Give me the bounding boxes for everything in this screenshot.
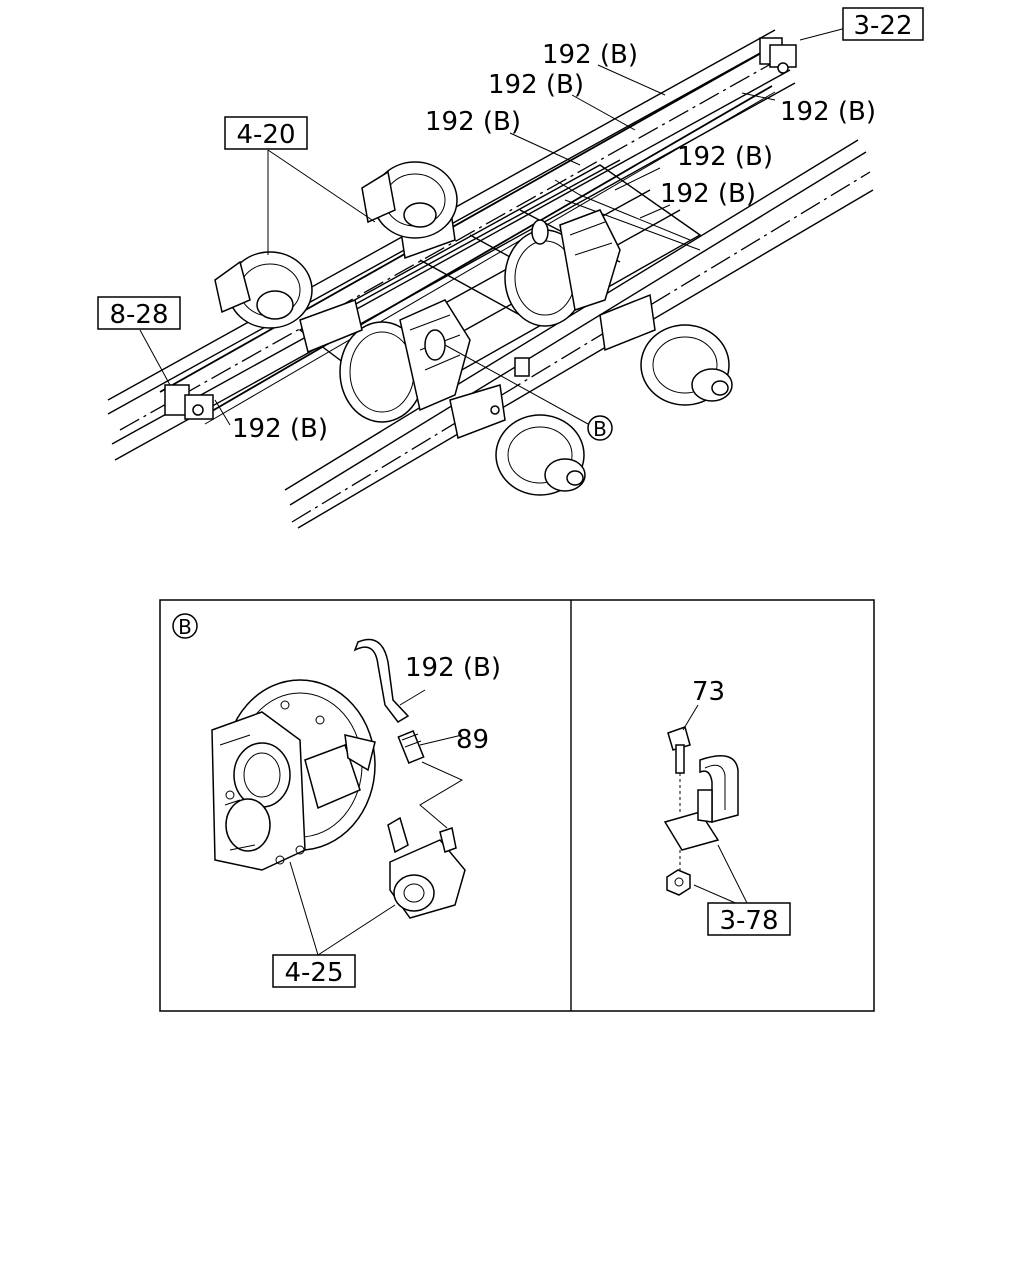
callout-192b: 192 (B) [425, 107, 521, 137]
svg-text:B: B [178, 615, 192, 639]
ref-box-3-22[interactable]: 3-22 [842, 7, 924, 41]
ref-box-3-78[interactable]: 3-78 [707, 902, 791, 936]
ref-box-8-28[interactable]: 8-28 [97, 296, 181, 330]
hub-front-left-inner [361, 161, 458, 239]
callout-192b: 192 (B) [677, 142, 773, 172]
detail-b-panel: B [172, 613, 501, 988]
ref-label-4-25: 4-25 [284, 958, 343, 988]
ref-box-4-25[interactable]: 4-25 [272, 954, 356, 988]
valve-bracket-left [164, 384, 214, 420]
ref-label-3-78: 3-78 [719, 906, 778, 936]
ref-label-8-28: 8-28 [109, 300, 168, 330]
detail-b-marker: B [172, 613, 198, 639]
mounting-bracket [663, 755, 739, 851]
callout-192b: 192 (B) [780, 97, 876, 127]
nut [666, 850, 691, 896]
valve-bracket-right [759, 37, 797, 74]
detail-marker-b[interactable]: B [587, 415, 613, 441]
connector-center [490, 357, 530, 415]
svg-text:B: B [593, 417, 607, 441]
ref-box-4-20[interactable]: 4-20 [224, 116, 308, 150]
bolt-73 [667, 726, 691, 815]
differential-carrier [211, 679, 376, 871]
hub-rear-right-outer [640, 324, 733, 406]
callout-192b: 192 (B) [488, 70, 584, 100]
hub-front-left [214, 251, 313, 329]
callout-192b: 192 (B) [542, 40, 638, 70]
ref-label-3-22: 3-22 [853, 11, 912, 41]
actuator-unit [387, 816, 466, 919]
label-73: 73 [692, 677, 725, 707]
callout-192b: 192 (B) [232, 414, 328, 444]
label-192b: 192 (B) [405, 653, 501, 683]
hose-192b [353, 638, 410, 723]
connector-89 [397, 730, 425, 764]
chassis-assembly-illustration [107, 26, 874, 529]
label-89: 89 [456, 725, 489, 755]
ref-label-4-20: 4-20 [236, 120, 295, 150]
detail-bracket-panel: 73 3-78 [663, 677, 791, 936]
callout-192b: 192 (B) [660, 179, 756, 209]
hub-rear-right [495, 414, 586, 496]
